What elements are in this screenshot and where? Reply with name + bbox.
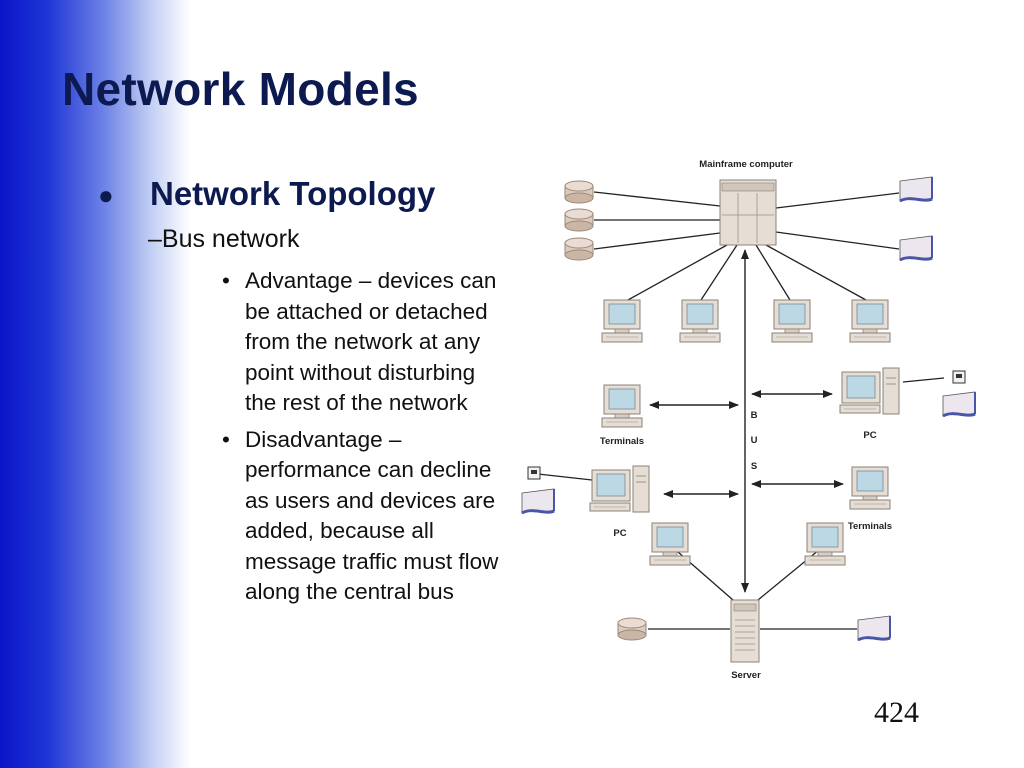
terminals-label: Terminals bbox=[848, 521, 892, 532]
printer-icon bbox=[898, 175, 934, 203]
bullet-disadvantage: • Disadvantage – performance can decline… bbox=[222, 425, 502, 608]
terminal-icon bbox=[649, 522, 691, 566]
disk-storage-2 bbox=[564, 208, 594, 232]
terminal-icon bbox=[849, 466, 891, 510]
bus-letter: B bbox=[751, 410, 758, 421]
printer-icon bbox=[898, 234, 934, 262]
disk-storage-server bbox=[617, 617, 647, 641]
modem-icon bbox=[527, 466, 541, 480]
terminals-label: Terminals bbox=[600, 436, 644, 447]
topic-heading: Network Topology bbox=[150, 175, 436, 212]
printer-icon bbox=[520, 487, 556, 515]
terminal-icon bbox=[679, 299, 721, 343]
bullet-advantage: • Advantage – devices can be attached or… bbox=[222, 266, 502, 419]
bus-line bbox=[649, 249, 844, 593]
pc-icon bbox=[839, 367, 900, 415]
sub-bullet-dot: • bbox=[222, 426, 230, 452]
terminal-icon bbox=[804, 522, 846, 566]
printer-icon bbox=[941, 390, 977, 418]
pc-icon bbox=[589, 465, 650, 513]
subtopic-heading: –Bus network bbox=[148, 225, 300, 253]
terminal-icon bbox=[601, 384, 643, 428]
server-label: Server bbox=[731, 670, 761, 681]
mainframe-computer bbox=[719, 179, 777, 246]
terminal-icon bbox=[601, 299, 643, 343]
side-gradient-bar bbox=[0, 0, 190, 768]
pc-label: PC bbox=[613, 528, 626, 539]
mainframe-label: Mainframe computer bbox=[699, 159, 793, 170]
terminal-icon bbox=[771, 299, 813, 343]
pc-label: PC bbox=[863, 430, 876, 441]
printer-icon bbox=[856, 614, 892, 642]
bullet-list: • Advantage – devices can be attached or… bbox=[222, 266, 502, 614]
bus-letter: S bbox=[751, 461, 757, 472]
bullet-dot: ● bbox=[98, 180, 114, 210]
bus-letter: U bbox=[751, 435, 758, 446]
server-tower bbox=[730, 599, 760, 663]
modem-icon bbox=[952, 370, 966, 384]
slide-title: Network Models bbox=[62, 63, 419, 115]
bullet-disadvantage-text: Disadvantage – performance can decline a… bbox=[245, 426, 499, 605]
disk-storage-1 bbox=[564, 180, 594, 204]
bullet-advantage-text: Advantage – devices can be attached or d… bbox=[245, 268, 497, 415]
page-number: 424 bbox=[874, 696, 919, 729]
sub-bullet-dot: • bbox=[222, 268, 230, 293]
connection-lines bbox=[537, 191, 945, 630]
terminal-icon bbox=[849, 299, 891, 343]
disk-storage-3 bbox=[564, 237, 594, 261]
